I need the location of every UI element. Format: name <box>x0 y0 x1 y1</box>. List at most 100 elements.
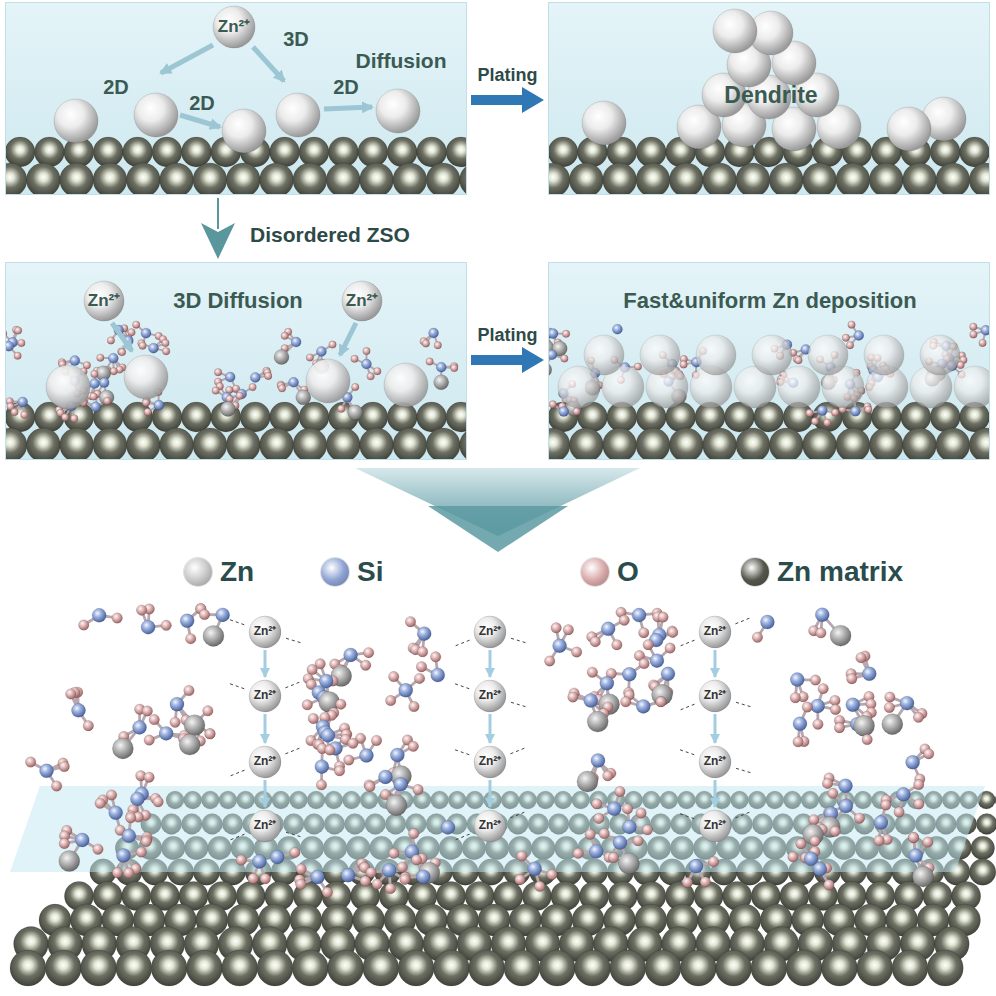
coordination-bond <box>510 811 527 818</box>
o-atom <box>422 340 430 348</box>
si-atom <box>900 696 914 710</box>
legend-label: Zn <box>220 557 254 588</box>
mat-atom <box>160 163 194 195</box>
o-atom <box>409 701 420 712</box>
mat-atom <box>360 428 394 460</box>
si-atom <box>906 755 920 769</box>
mat-atom <box>181 137 211 167</box>
zn-atom <box>249 746 281 778</box>
o-atom <box>881 800 892 811</box>
o-atom <box>290 847 301 858</box>
zng-atom <box>587 711 608 732</box>
arrow-label: Disordered ZSO <box>250 223 410 246</box>
si-atom <box>793 717 807 731</box>
mat-atom <box>387 137 417 167</box>
zn-atom <box>222 109 266 153</box>
o-atom <box>517 851 528 862</box>
o-atom <box>894 807 905 818</box>
zng-atom <box>274 350 289 365</box>
zn-atom <box>864 335 904 375</box>
o-atom <box>125 812 136 823</box>
si-atom <box>584 694 598 708</box>
ion-label: Zn²⁺ <box>479 819 502 832</box>
o-atom <box>430 652 441 663</box>
si-atom <box>344 648 358 662</box>
zn-atom <box>306 359 350 403</box>
mat-atom <box>603 163 637 195</box>
mat-atom <box>680 950 716 986</box>
si-atom <box>18 397 28 407</box>
mat-atom <box>636 137 666 167</box>
zn-atom <box>640 335 680 375</box>
si-atom <box>589 844 603 858</box>
mat-atom <box>836 428 870 460</box>
o-atom <box>236 392 244 400</box>
o-atom <box>260 873 271 884</box>
mat-atom <box>270 137 300 167</box>
ion-label: Zn²⁺ <box>254 819 277 832</box>
mat-atom <box>81 950 117 986</box>
si-atom <box>850 406 860 416</box>
o-atom <box>142 706 153 717</box>
o-atom <box>153 797 164 808</box>
o-atom <box>818 683 829 694</box>
mat-atom <box>240 402 270 432</box>
mat-atom <box>93 428 127 460</box>
o-atom <box>66 689 77 700</box>
zn-atom <box>474 616 506 648</box>
legend-label: Si <box>357 557 383 588</box>
mat-atom <box>716 950 752 986</box>
si-atom <box>225 372 235 382</box>
o-atom <box>360 876 371 887</box>
si-atom <box>315 760 329 774</box>
si-atom <box>122 829 136 843</box>
mat-atom <box>186 950 222 986</box>
o-atom <box>59 761 70 772</box>
diffusion-arrow <box>340 323 356 355</box>
ion-label: Zn²⁺ <box>704 625 727 638</box>
o-atom <box>551 623 562 634</box>
o-atom <box>344 755 355 766</box>
o-atom <box>205 728 216 739</box>
o-atom <box>544 656 555 667</box>
zng-atom <box>549 362 552 377</box>
o-atom <box>408 741 419 752</box>
mat-atom <box>703 163 737 195</box>
mat-atom <box>360 163 394 195</box>
si-atom <box>591 753 605 767</box>
o-atom <box>802 702 813 713</box>
zng-atom <box>618 853 639 874</box>
mat-atom <box>786 950 822 986</box>
mat-atom <box>736 163 770 195</box>
mat-atom <box>260 163 294 195</box>
o-atom <box>316 780 327 791</box>
o-atom <box>413 784 424 795</box>
o-atom <box>205 729 216 740</box>
o-atom <box>862 734 873 745</box>
coordination-bond <box>453 834 470 841</box>
zng-atom <box>913 866 934 887</box>
o-atom <box>249 383 257 391</box>
coordination-bond <box>452 749 469 755</box>
o-atom <box>149 714 160 725</box>
o-atom <box>214 368 222 376</box>
panel-label: 2D <box>103 76 129 98</box>
mat-atom <box>821 950 857 986</box>
o-atom <box>587 667 598 678</box>
o-atom <box>643 639 654 650</box>
o-atom <box>923 749 934 760</box>
o-atom <box>308 713 319 724</box>
o-atom <box>549 401 557 409</box>
mat-atom <box>126 428 160 460</box>
coordination-bond <box>677 749 694 755</box>
o-atom <box>141 836 152 847</box>
si-atom <box>559 407 569 417</box>
coordination-bond <box>227 619 244 625</box>
o-atom <box>562 330 570 338</box>
o-atom <box>834 722 845 733</box>
mat-atom <box>574 950 610 986</box>
si-atom <box>854 331 864 341</box>
o-atom <box>842 334 850 342</box>
mat-atom <box>459 428 467 460</box>
si-atom <box>159 726 173 740</box>
